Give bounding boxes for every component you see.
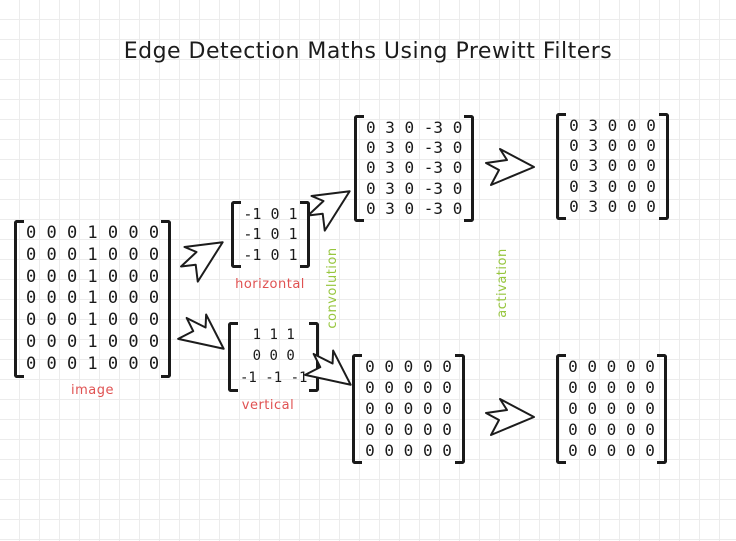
matrix-row: 0 0 0 1 0 0 0 — [26, 245, 160, 266]
matrix-bracket-left — [228, 322, 238, 392]
matrix-row: 0 3 0 -3 0 — [366, 118, 463, 138]
matrix-bracket-right — [300, 201, 310, 268]
matrix-row: 0 3 0 -3 0 — [366, 178, 463, 198]
horizontal-filter-matrix: -1 0 1 -1 0 1 -1 0 1 — [231, 201, 310, 268]
horizontal-activation-result-matrix: 0 3 0 0 0 0 3 0 0 0 0 3 0 0 0 0 3 0 0 0 … — [556, 113, 669, 220]
matrix-row: 0 0 0 0 0 — [568, 440, 655, 460]
matrix-bracket-right — [455, 354, 465, 464]
matrix-row: 0 0 0 0 0 — [365, 357, 452, 377]
matrix-rows: 0 3 0 -3 0 0 3 0 -3 0 0 3 0 -3 0 0 3 0 -… — [364, 115, 464, 222]
image-matrix: 0 0 0 1 0 0 0 0 0 0 1 0 0 0 0 0 0 1 0 0 … — [14, 220, 172, 378]
matrix-row: 0 0 0 0 0 — [365, 419, 452, 439]
arrow-up-right-icon — [297, 173, 364, 237]
matrix-row: 0 0 0 1 0 0 0 — [26, 353, 160, 374]
matrix-row: -1 -1 -1 — [240, 369, 308, 386]
matrix-rows: 0 0 0 1 0 0 0 0 0 0 1 0 0 0 0 0 0 1 0 0 … — [24, 220, 161, 378]
matrix-row: 0 0 0 1 0 0 0 — [26, 223, 160, 244]
matrix-row: 0 3 0 0 0 — [569, 136, 656, 156]
matrix-rows: 0 0 0 0 0 0 0 0 0 0 0 0 0 0 0 0 0 0 0 0 … — [566, 354, 657, 464]
horizontal-filter-label: horizontal — [235, 277, 305, 292]
matrix-row: 0 3 0 -3 0 — [366, 198, 463, 218]
matrix-row: 0 0 0 1 0 0 0 — [26, 266, 160, 287]
matrix-rows: 0 0 0 0 0 0 0 0 0 0 0 0 0 0 0 0 0 0 0 0 … — [362, 354, 455, 464]
matrix-rows: -1 0 1 -1 0 1 -1 0 1 — [241, 201, 300, 268]
matrix-bracket-right — [657, 354, 667, 464]
matrix-row: 0 0 0 1 0 0 0 — [26, 331, 160, 352]
matrix-rows: 0 3 0 0 0 0 3 0 0 0 0 3 0 0 0 0 3 0 0 0 … — [566, 113, 659, 220]
matrix-row: 0 0 0 0 0 — [568, 357, 655, 377]
matrix-bracket-left — [556, 354, 566, 464]
arrow-right-icon — [484, 396, 536, 438]
matrix-row: 0 0 0 1 0 0 0 — [26, 288, 160, 309]
matrix-bracket-left — [354, 115, 364, 222]
vertical-filter-matrix: 1 1 1 0 0 0 -1 -1 -1 — [228, 322, 320, 392]
matrix-row: 0 0 0 0 0 — [365, 440, 452, 460]
matrix-row: 0 3 0 0 0 — [569, 116, 656, 136]
matrix-row: 0 0 0 0 0 — [568, 398, 655, 418]
matrix-row: 0 3 0 0 0 — [569, 156, 656, 176]
vertical-convolution-result-matrix: 0 0 0 0 0 0 0 0 0 0 0 0 0 0 0 0 0 0 0 0 … — [352, 354, 465, 464]
matrix-row: 0 0 0 — [252, 348, 295, 365]
matrix-row: 0 3 0 0 0 — [569, 196, 656, 216]
matrix-row: 0 0 0 0 0 — [365, 378, 452, 398]
matrix-bracket-right — [161, 220, 172, 378]
matrix-bracket-right — [464, 115, 475, 222]
matrix-rows: 1 1 1 0 0 0 -1 -1 -1 — [238, 322, 309, 392]
matrix-bracket-left — [231, 201, 241, 268]
vertical-activation-result-matrix: 0 0 0 0 0 0 0 0 0 0 0 0 0 0 0 0 0 0 0 0 … — [556, 354, 667, 464]
matrix-bracket-left — [14, 220, 24, 378]
horizontal-convolution-result-matrix: 0 3 0 -3 0 0 3 0 -3 0 0 3 0 -3 0 0 3 0 -… — [354, 115, 475, 222]
activation-label: activation — [495, 248, 510, 318]
matrix-row: -1 0 1 — [243, 245, 298, 264]
matrix-bracket-right — [659, 113, 669, 220]
matrix-row: 0 0 0 1 0 0 0 — [26, 310, 160, 331]
diagram-title: Edge Detection Maths Using Prewitt Filte… — [123, 39, 613, 64]
arrow-up-right-icon — [170, 224, 237, 288]
vertical-filter-label: vertical — [241, 398, 295, 413]
matrix-bracket-left — [556, 113, 566, 220]
arrow-right-icon — [484, 146, 536, 188]
matrix-row: 0 0 0 0 0 — [568, 419, 655, 439]
matrix-row: -1 0 1 — [243, 205, 298, 224]
matrix-row: 0 3 0 0 0 — [569, 176, 656, 196]
arrow-down-right-icon — [171, 303, 238, 367]
image-label: image — [71, 383, 114, 398]
matrix-row: -1 0 1 — [243, 225, 298, 244]
matrix-bracket-left — [352, 354, 362, 464]
matrix-row: 0 3 0 -3 0 — [366, 158, 463, 178]
matrix-row: 0 3 0 -3 0 — [366, 138, 463, 158]
convolution-label: convolution — [325, 247, 340, 329]
arrow-down-right-icon — [298, 339, 365, 403]
matrix-row: 0 0 0 0 0 — [568, 378, 655, 398]
matrix-row: 0 0 0 0 0 — [365, 398, 452, 418]
matrix-row: 1 1 1 — [252, 327, 295, 344]
